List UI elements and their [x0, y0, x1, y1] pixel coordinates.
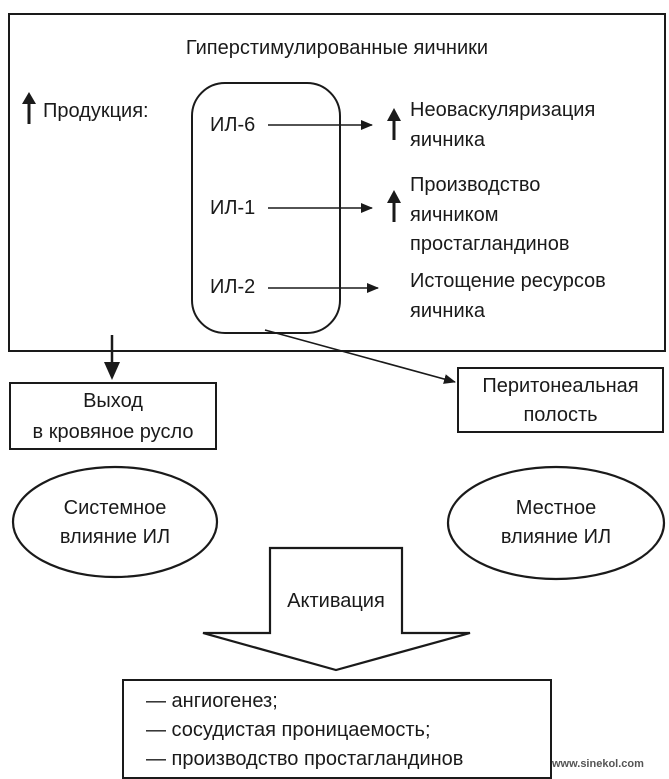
prostaglandins-line-1: Производство — [410, 174, 541, 196]
systemic-ellipse — [11, 465, 219, 579]
production-label: Продукция: — [43, 100, 149, 122]
neovascularization-line-2: яичника — [410, 129, 485, 151]
neovascularization-line-1: Неоваскуляризация — [410, 99, 596, 121]
peritoneal-line-1: Перитонеальная — [482, 375, 639, 397]
depletion-line-1: Истощение ресурсов — [410, 270, 606, 292]
il2-label: ИЛ-2 — [210, 276, 256, 298]
local-line-1: Местное — [515, 497, 597, 519]
systemic-line-1: Системное — [63, 497, 167, 519]
il6-label: ИЛ-6 — [210, 114, 256, 136]
peritoneal-line-2: полость — [523, 404, 598, 426]
diagram-title: Гиперстимулированные яичники — [185, 37, 489, 59]
bloodstream-line-2: в кровяное русло — [32, 421, 194, 443]
prostaglandins-line-2: яичником — [410, 204, 499, 226]
effects-list-item-3: — производство простагландинов — [146, 748, 464, 770]
peritoneal-box — [457, 367, 664, 433]
peritoneal-arrow — [264, 329, 456, 384]
effects-list-item-1: — ангиогенез; — [146, 690, 278, 712]
local-line-2: влияние ИЛ — [500, 526, 612, 548]
prostaglandins-up-arrow-icon — [387, 190, 401, 222]
activation-label: Активация — [287, 590, 385, 612]
prostaglandins-line-3: простагландинов — [410, 233, 570, 255]
production-up-arrow-icon — [22, 92, 36, 124]
local-ellipse — [446, 465, 666, 581]
ovaries-frame — [8, 13, 666, 352]
systemic-line-2: влияние ИЛ — [59, 526, 171, 548]
il1-label: ИЛ-1 — [210, 197, 256, 219]
bloodstream-line-1: Выход — [83, 390, 143, 412]
neovascularization-up-arrow-icon — [387, 108, 401, 140]
watermark: www.sinekol.com — [552, 758, 644, 770]
depletion-line-2: яичника — [410, 300, 485, 322]
bloodstream-box — [9, 382, 217, 450]
effects-list-item-2: — сосудистая проницаемость; — [146, 719, 431, 741]
activation-arrow-shape — [202, 546, 471, 672]
bloodstream-down-arrow-icon — [104, 335, 120, 380]
